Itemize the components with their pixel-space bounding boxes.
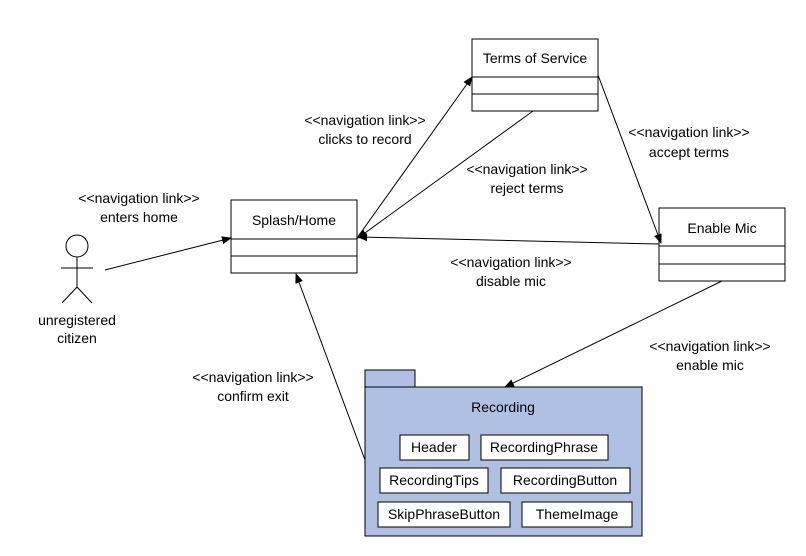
class-terms-of-service: Terms of Service: [471, 38, 599, 112]
component-box: [521, 501, 633, 528]
actor-left-leg: [61, 286, 78, 304]
label-enters-home: <<navigation link>> enters home: [78, 190, 199, 225]
splash-home-box: [230, 199, 358, 274]
accept-terms-stereotype: <<navigation link>>: [628, 124, 749, 140]
actor-label-line2: citizen: [57, 330, 97, 346]
enters-home-stereotype: <<navigation link>>: [78, 190, 199, 206]
reject-terms-text: reject terms: [490, 180, 563, 196]
confirm-exit-text: confirm exit: [217, 388, 289, 404]
component-skip-phrase-button: SkipPhraseButton: [388, 506, 500, 522]
enable-mic-title: Enable Mic: [687, 220, 756, 236]
terms-box: [471, 38, 599, 112]
component-recording-button: RecordingButton: [513, 472, 617, 488]
label-enable-mic: <<navigation link>> enable mic: [649, 338, 770, 373]
component-header: Header: [411, 439, 457, 455]
disable-mic-stereotype: <<navigation link>>: [450, 254, 571, 270]
enters-home-text: enters home: [100, 209, 178, 225]
component-recording-tips: RecordingTips: [389, 472, 479, 488]
accept-terms-text: accept terms: [649, 144, 729, 160]
component-theme-image: ThemeImage: [536, 506, 619, 522]
actor-unregistered-citizen: unregistered citizen: [38, 234, 116, 346]
enable-mic-box: [658, 207, 786, 282]
component-box: [480, 434, 609, 461]
label-clicks-to-record: <<navigation link>> clicks to record: [304, 112, 425, 147]
class-enable-mic: Enable Mic: [658, 207, 786, 282]
component-box: [377, 501, 511, 528]
disable-mic-text: disable mic: [476, 273, 546, 289]
reject-terms-stereotype: <<navigation link>>: [466, 161, 587, 177]
edge-confirm-exit: [295, 273, 366, 461]
edge-accept-terms: [597, 74, 662, 244]
edge-clicks-to-record: [356, 76, 473, 239]
component-recording-phrase: RecordingPhrase: [490, 439, 598, 455]
actor-head: [65, 234, 89, 258]
label-accept-terms: <<navigation link>> accept terms: [628, 124, 749, 160]
clicks-to-record-text: clicks to record: [318, 131, 411, 147]
component-box: [500, 467, 631, 494]
enable-mic-text: enable mic: [676, 357, 744, 373]
label-reject-terms: <<navigation link>> reject terms: [466, 161, 587, 196]
actor-right-leg: [76, 286, 93, 304]
splash-home-title: Splash/Home: [252, 212, 336, 228]
edge-disable-mic: [357, 233, 660, 245]
clicks-to-record-stereotype: <<navigation link>>: [304, 112, 425, 128]
package-tab: [364, 369, 416, 388]
edge-reject-terms: [357, 110, 534, 239]
confirm-exit-stereotype: <<navigation link>>: [192, 369, 313, 385]
package-recording: Recording Header RecordingPhrase Recordi…: [364, 369, 643, 537]
enable-mic-stereotype: <<navigation link>>: [649, 338, 770, 354]
label-confirm-exit: <<navigation link>> confirm exit: [192, 369, 313, 404]
label-disable-mic: <<navigation link>> disable mic: [450, 254, 571, 289]
component-box: [399, 434, 470, 461]
component-box: [379, 467, 489, 494]
terms-title: Terms of Service: [483, 50, 587, 66]
edge-enters-home: [104, 236, 232, 271]
class-splash-home: Splash/Home: [230, 199, 358, 274]
package-title: Recording: [471, 399, 535, 415]
edge-enable-mic: [504, 280, 723, 388]
actor-label-line1: unregistered: [38, 312, 116, 328]
